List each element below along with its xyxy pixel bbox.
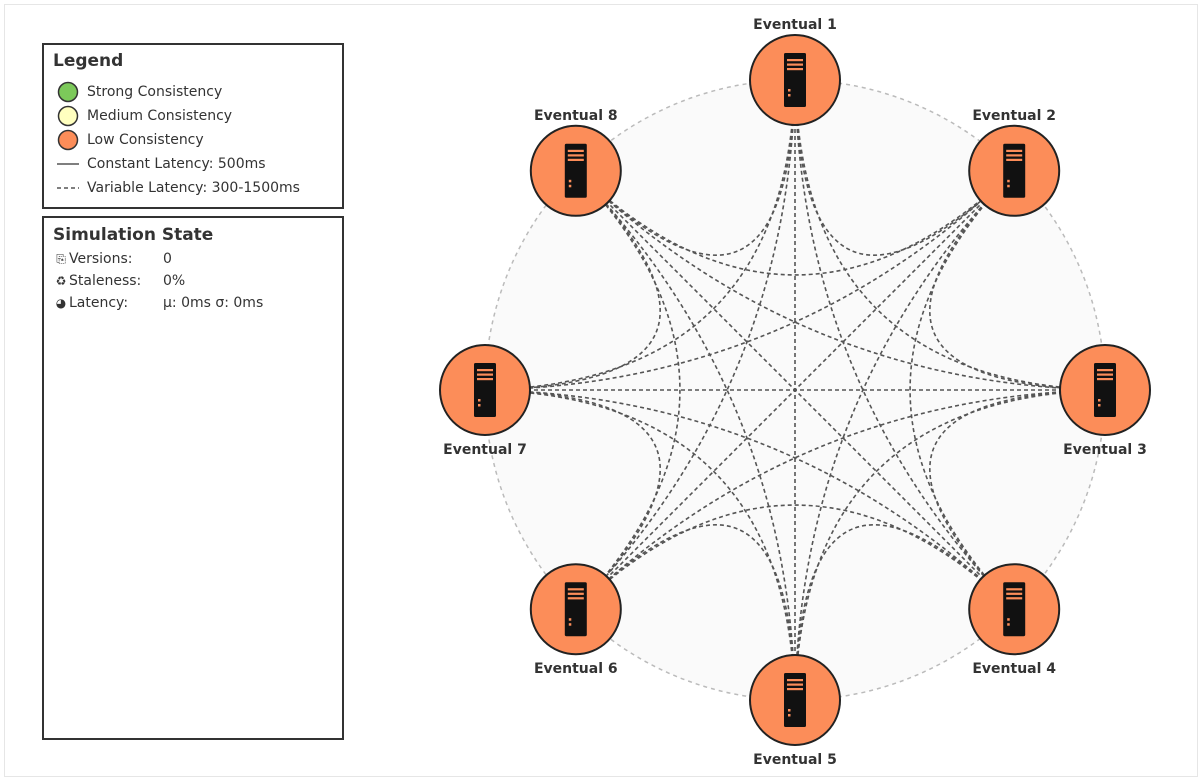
legend-item-label: Strong Consistency	[87, 84, 223, 100]
state-label: Versions:	[69, 251, 133, 267]
edge-5-8	[575, 170, 796, 701]
legend-item-label: Medium Consistency	[87, 108, 233, 124]
server-icon	[564, 582, 587, 637]
node-label: Eventual 7	[443, 442, 527, 458]
edge-2-5	[794, 170, 1015, 701]
edge-1-2	[794, 79, 1015, 256]
copy-icon: ⎘	[56, 251, 66, 266]
edge-4-7	[484, 389, 1015, 610]
state-row-latency: ◕Latency: μ: 0ms σ: 0ms	[53, 293, 264, 313]
legend-item-2: Medium Consistency	[55, 105, 232, 127]
node-eventual-2[interactable]: Eventual 2	[968, 108, 1061, 217]
server-icon	[1003, 143, 1026, 198]
legend-swatch-circle	[55, 105, 83, 127]
server-icon	[1094, 363, 1116, 417]
canvas-frame	[4, 4, 1198, 777]
edge-1-4	[794, 79, 1015, 610]
edge-1-7	[484, 79, 796, 391]
legend-swatch-circle	[55, 129, 83, 151]
node-eventual-4[interactable]: Eventual 4	[968, 563, 1061, 677]
node-label: Eventual 8	[534, 108, 618, 124]
legend-swatch-circle	[55, 81, 83, 103]
edge-4-6	[575, 504, 1015, 610]
node-eventual-3[interactable]: Eventual 3	[1059, 344, 1151, 458]
node-eventual-7[interactable]: Eventual 7	[439, 344, 531, 458]
edge-2-3	[929, 170, 1106, 391]
node-label: Eventual 2	[972, 108, 1056, 124]
edge-6-7	[484, 389, 661, 610]
edge-3-4	[929, 389, 1106, 610]
edge-6-8	[575, 170, 681, 610]
node-eventual-6[interactable]: Eventual 6	[529, 563, 622, 677]
edge-4-8	[575, 170, 1015, 610]
edge-3-5	[794, 389, 1106, 701]
edge-1-6	[575, 79, 796, 610]
node-label: Eventual 1	[753, 17, 837, 33]
edge-3-8	[575, 170, 1106, 391]
legend-item-3: Low Consistency	[55, 129, 204, 151]
legend-item-label: Variable Latency: 300-1500ms	[87, 180, 300, 196]
state-value: 0%	[163, 273, 186, 289]
edge-2-7	[484, 170, 1015, 391]
legend-item-label: Constant Latency: 500ms	[87, 156, 266, 172]
dashboard-icon: ◕	[55, 296, 67, 310]
server-icon	[564, 143, 587, 198]
node-eventual-8[interactable]: Eventual 8	[529, 108, 622, 217]
solid-line-swatch	[55, 153, 83, 175]
edge-5-7	[484, 389, 796, 701]
edge-1-3	[794, 79, 1106, 391]
node-label: Eventual 3	[1063, 442, 1147, 458]
simulation-state-panel: Simulation State ⎘Versions: 0 ♻Staleness: 0…	[42, 216, 344, 740]
legend-title: Legend	[53, 51, 124, 71]
state-value: μ: 0ms σ: 0ms	[163, 295, 264, 311]
state-row-versions: ⎘Versions: 0	[53, 249, 172, 269]
legend-item-1: Strong Consistency	[55, 81, 222, 103]
server-icon	[474, 363, 496, 417]
legend-item-4: Constant Latency: 500ms	[55, 153, 266, 175]
state-label: Staleness:	[69, 273, 142, 289]
edge-1-8	[575, 79, 796, 256]
dashed-line-swatch	[55, 177, 83, 199]
node-eventual-1[interactable]: Eventual 1	[749, 17, 841, 126]
edge-4-5	[794, 524, 1015, 701]
server-icon	[784, 673, 806, 727]
server-icon	[1003, 582, 1026, 637]
state-value: 0	[163, 251, 172, 267]
simulation-state-title: Simulation State	[53, 225, 214, 245]
node-label: Eventual 5	[753, 752, 837, 768]
edge-3-6	[575, 389, 1106, 610]
node-label: Eventual 6	[534, 661, 618, 677]
node-label: Eventual 4	[972, 661, 1056, 677]
edge-2-8	[575, 170, 1015, 276]
recycle-icon: ♻	[55, 274, 67, 288]
node-eventual-5[interactable]: Eventual 5	[749, 654, 841, 768]
edge-7-8	[484, 170, 661, 391]
edge-2-4	[909, 170, 1015, 610]
edge-5-6	[575, 524, 796, 701]
server-icon	[784, 53, 806, 107]
legend-item-5: Variable Latency: 300-1500ms	[55, 177, 300, 199]
state-row-staleness: ♻Staleness: 0%	[53, 271, 186, 291]
legend-item-label: Low Consistency	[87, 132, 204, 148]
state-label: Latency:	[69, 295, 129, 311]
